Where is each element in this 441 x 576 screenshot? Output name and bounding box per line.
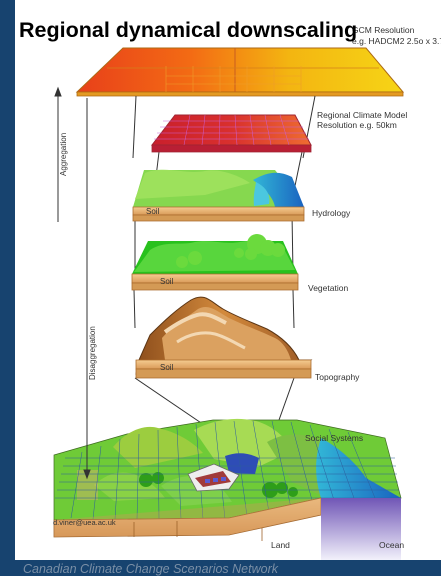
aggregation-arrow xyxy=(54,86,62,222)
email-label: d.viner@uea.ac.uk xyxy=(53,518,116,527)
gcm-label-line1: GCM Resolution xyxy=(352,25,415,35)
house-icon xyxy=(187,463,240,492)
topography-soil-label: Soil xyxy=(160,363,174,372)
slide-title: Regional dynamical downscaling xyxy=(19,18,358,42)
vegetation-label: Vegetation xyxy=(308,283,348,293)
topography-label: Topography xyxy=(315,372,360,382)
hydrology-label: Hydrology xyxy=(312,208,351,218)
rcm-layer xyxy=(150,114,312,153)
hydrology-soil-label: Soil xyxy=(146,207,160,216)
aggregation-label: Aggregation xyxy=(59,133,68,176)
source-caption: Canadian Climate Change Scenarios Networ… xyxy=(23,562,278,576)
social-systems-layer xyxy=(53,418,402,560)
vegetation-soil-label: Soil xyxy=(160,277,174,286)
social-systems-label: Social Systems xyxy=(305,433,363,443)
land-label: Land xyxy=(271,540,290,550)
rcm-label-line1: Regional Climate Model xyxy=(317,110,407,120)
disaggregation-label: Disaggregation xyxy=(88,326,97,380)
disaggregation-arrow xyxy=(83,98,91,480)
gcm-layer xyxy=(75,47,405,97)
vegetation-layer xyxy=(131,234,299,291)
downscaling-diagram: Aggregation Disaggregation GCM Resolutio… xyxy=(15,0,441,560)
rcm-label-line2: Resolution e.g. 50km xyxy=(317,120,397,130)
diagram-svg: Aggregation Disaggregation GCM Resolutio… xyxy=(53,25,441,560)
topography-layer xyxy=(135,296,313,379)
gcm-label-line2: e.g. HADCM2 2.5o x 3.75o xyxy=(352,36,441,46)
ocean-label: Ocean xyxy=(379,540,404,550)
hydrology-layer xyxy=(132,169,305,222)
